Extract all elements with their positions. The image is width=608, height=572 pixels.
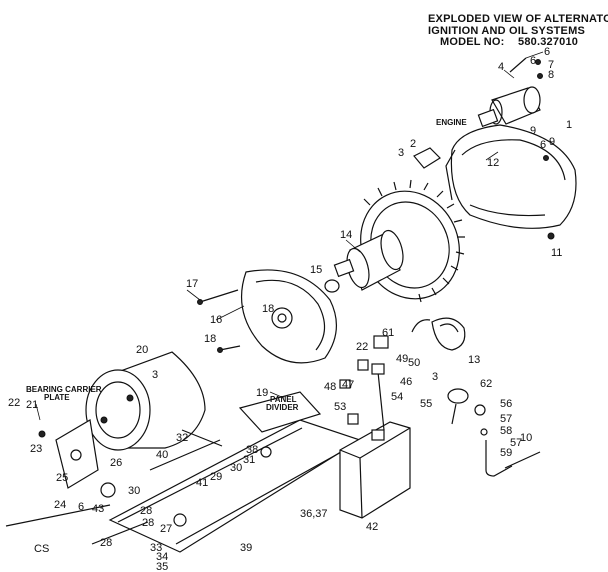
part-number: 7 [548, 59, 554, 71]
oil-drain-assembly [474, 404, 541, 477]
part-number: 31 [243, 454, 255, 466]
label-bearing-carrier-2: PLATE [44, 393, 70, 402]
part-number: 15 [310, 264, 322, 276]
stator-mounting-plate [240, 269, 338, 364]
part-number: 62 [480, 378, 492, 390]
oil-dipstick [371, 363, 385, 431]
part-number: 28 [140, 505, 152, 517]
part-number: 26 [110, 457, 122, 469]
part-number: 22 [356, 341, 368, 353]
part-number: 3 [152, 369, 158, 381]
part-number: 53 [334, 401, 346, 413]
part-number: 35 [156, 561, 168, 572]
part-number: 54 [391, 391, 403, 403]
part-number: 20 [136, 344, 148, 356]
part-number: 30 [230, 462, 242, 474]
part-number: 47 [342, 379, 354, 391]
part-number: 6 [540, 139, 546, 151]
part-number: 11 [551, 247, 562, 259]
part-number: 32 [176, 432, 188, 444]
label-corner-code: CS [34, 543, 49, 555]
fuel-tank [339, 421, 411, 519]
part-number: 21 [26, 399, 38, 411]
part-number: 28 [142, 517, 154, 529]
oil-filter [447, 388, 469, 425]
part-number: 12 [487, 157, 499, 169]
ignition-coil [411, 317, 466, 351]
part-number: 55 [420, 398, 432, 410]
base-frame [108, 419, 362, 553]
part-number: 19 [256, 387, 268, 399]
label-engine: ENGINE [436, 118, 467, 127]
part-number: 27 [160, 523, 172, 535]
part-number: 33 [150, 542, 162, 554]
part-number: 18 [262, 303, 274, 315]
part-number: 18 [204, 333, 216, 345]
part-number: 57 [510, 437, 522, 449]
part-number: 17 [186, 278, 198, 290]
part-number: 23 [30, 443, 42, 455]
diagram-title-line2: IGNITION AND OIL SYSTEMS [428, 25, 585, 37]
part-number: 29 [210, 471, 222, 483]
part-number: 39 [240, 542, 252, 554]
part-number: 6 [78, 501, 84, 513]
part-number: 6 [544, 46, 550, 58]
small-hardware [38, 57, 555, 545]
engine-blower-housing [445, 124, 577, 229]
part-number: 4 [498, 61, 504, 73]
part-number: 9 [530, 125, 536, 137]
part-number: 3 [398, 147, 404, 159]
part-number: 3 [432, 371, 438, 383]
part-number: 24 [54, 499, 66, 511]
diagram-title-line1: EXPLODED VIEW OF ALTERNATOR [428, 13, 608, 25]
part-number: 49 [396, 353, 408, 365]
alternator-rotor [333, 229, 404, 291]
part-number: 25 [56, 472, 68, 484]
label-panel-divider-1: PANEL [270, 395, 297, 404]
part-number: 14 [340, 229, 352, 241]
label-panel-divider-2: DIVIDER [266, 403, 299, 412]
model-number: 580.327010 [518, 36, 578, 48]
part-number: 48 [324, 381, 336, 393]
part-number: 58 [500, 425, 512, 437]
part-number: 50 [408, 357, 420, 369]
model-label: MODEL NO: [440, 36, 505, 48]
part-number: 22 [8, 397, 20, 409]
part-number: 9 [549, 136, 555, 148]
rotor-spacer [324, 279, 340, 293]
part-number: 28 [100, 537, 112, 549]
alternator-stator [85, 351, 206, 451]
part-number: 6 [530, 55, 536, 67]
part-number: 41 [196, 477, 208, 489]
part-numbers: 6 4 6 7 8 1 9 6 9 2 3 12 11 14 15 17 16 … [8, 46, 572, 572]
part-number: 36,37 [300, 508, 328, 520]
part-number: 13 [468, 354, 480, 366]
part-number: 2 [410, 138, 416, 150]
part-number: 43 [92, 503, 104, 515]
part-number: 1 [566, 119, 572, 131]
part-number: 40 [156, 449, 168, 461]
label-bearing-carrier-1: BEARING CARRIER [26, 385, 102, 394]
part-number: 56 [500, 398, 512, 410]
rotor-shaft [5, 504, 111, 527]
through-bolt-17 [197, 289, 239, 305]
part-number: 8 [548, 69, 554, 81]
part-number: 61 [382, 327, 394, 339]
part-number: 30 [128, 485, 140, 497]
part-number: 38 [246, 444, 258, 456]
part-number: 42 [366, 521, 378, 533]
bearing-carrier-plate [55, 419, 99, 489]
part-number: 59 [500, 447, 512, 459]
part-number: 10 [520, 432, 532, 444]
starter-motor [477, 86, 541, 128]
part-number: 46 [400, 376, 412, 388]
part-number: 57 [500, 413, 512, 425]
part-number: 34 [156, 551, 168, 563]
panel-divider [238, 391, 322, 433]
callout-labels: ENGINE BEARING CARRIER PLATE PANEL DIVID… [26, 118, 467, 555]
bolt-18 [217, 345, 241, 353]
leader-lines [35, 51, 544, 421]
